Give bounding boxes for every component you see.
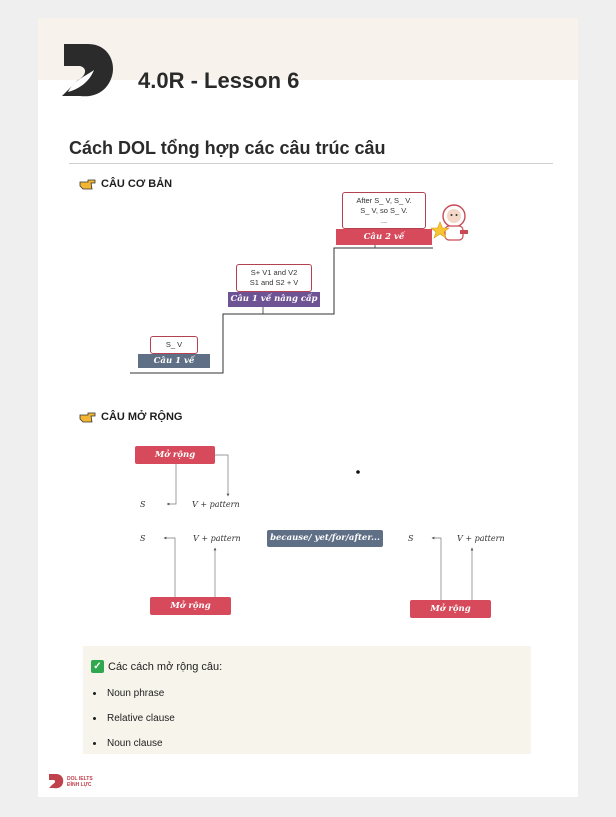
step-2-label: Câu 1 vế nâng cấp bbox=[228, 292, 320, 307]
extension-diagram bbox=[163, 454, 474, 600]
stray-dot bbox=[356, 470, 360, 474]
step-1-text: S_ V bbox=[165, 340, 183, 349]
basic-heading: CÂU CƠ BẢN bbox=[79, 178, 172, 190]
subject-label-top: S bbox=[140, 500, 146, 509]
section-title: Cách DOL tổng hợp các câu trúc câu bbox=[69, 138, 386, 158]
step-3-line-1: After S_ V, S_ V. bbox=[356, 196, 412, 205]
list-item-text: Noun clause bbox=[107, 738, 163, 749]
step-3-box: After S_ V, S_ V. S_ V, so S_ V. ... bbox=[342, 192, 426, 229]
step-1-box: S_ V bbox=[150, 336, 198, 354]
expand-label-right: Mở rộng bbox=[410, 600, 491, 618]
expand-label-top: Mở rộng bbox=[135, 446, 215, 464]
header-band bbox=[38, 18, 578, 80]
step-3-line-3: ... bbox=[380, 216, 388, 225]
bullet-icon bbox=[93, 692, 96, 695]
footer-logo-icon bbox=[49, 774, 64, 789]
footer-line-2: ĐÌNH LỰC bbox=[67, 782, 92, 788]
callout-box: ✓ Các cách mở rộng câu: Noun phrase Rela… bbox=[83, 646, 531, 754]
verb-pattern-right: V + pattern bbox=[457, 534, 505, 543]
list-item: Noun phrase bbox=[91, 688, 164, 699]
subject-label-right: S bbox=[408, 534, 414, 543]
connector-label: because/ yet/for/after... bbox=[267, 530, 383, 547]
document-page: 4.0R - Lesson 6 Cách DOL tổng hợp các câ… bbox=[38, 18, 578, 797]
step-2-box: S+ V1 and V2 S1 and S2 + V bbox=[236, 264, 312, 292]
astronaut-mascot-icon bbox=[430, 204, 468, 241]
list-item: Relative clause bbox=[91, 713, 175, 724]
bullet-icon bbox=[93, 717, 96, 720]
footer-line-1: DOL IELTS bbox=[67, 776, 93, 782]
verb-pattern-top: V + pattern bbox=[192, 500, 240, 509]
extended-heading: CÂU MỞ RỘNG bbox=[79, 411, 183, 423]
step-2-line-1: S+ V1 and V2 bbox=[250, 268, 298, 277]
dol-logo-icon bbox=[62, 44, 113, 97]
footer-brand: DOL IELTS ĐÌNH LỰC bbox=[67, 776, 93, 788]
page-title: 4.0R - Lesson 6 bbox=[138, 68, 300, 93]
step-2-line-2: S1 and S2 + V bbox=[249, 278, 299, 287]
extended-heading-label: CÂU MỞ RỘNG bbox=[101, 411, 183, 423]
callout-title: ✓ Các cách mở rộng câu: bbox=[91, 660, 222, 673]
pointing-hand-icon bbox=[79, 412, 96, 423]
subject-label-left: S bbox=[140, 534, 146, 543]
step-1-label: Câu 1 vế bbox=[138, 354, 210, 368]
step-3-label: Câu 2 vế bbox=[336, 229, 432, 245]
list-item: Noun clause bbox=[91, 738, 163, 749]
list-item-text: Noun phrase bbox=[107, 688, 165, 699]
basic-heading-label: CÂU CƠ BẢN bbox=[101, 178, 173, 190]
verb-pattern-left: V + pattern bbox=[193, 534, 241, 543]
expand-label-left: Mở rộng bbox=[150, 597, 231, 615]
step-3-line-2: S_ V, so S_ V. bbox=[360, 206, 408, 215]
list-item-text: Relative clause bbox=[107, 713, 175, 724]
pointing-hand-icon bbox=[79, 179, 96, 190]
checkmark-icon: ✓ bbox=[91, 660, 104, 673]
bullet-icon bbox=[93, 742, 96, 745]
section-divider bbox=[69, 163, 553, 164]
callout-title-text: Các cách mở rộng câu: bbox=[108, 660, 223, 673]
